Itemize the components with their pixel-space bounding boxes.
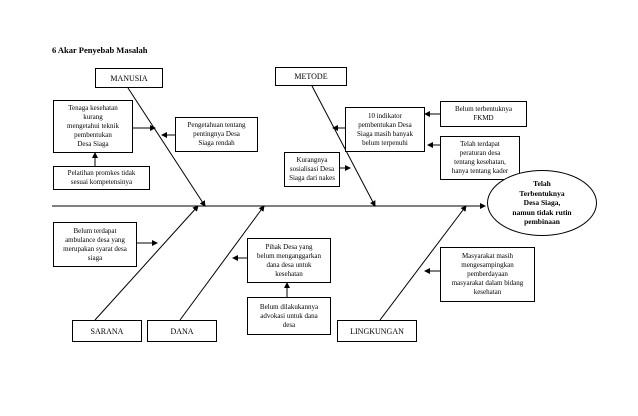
bone-dana <box>179 205 265 321</box>
cause-pelatihan: Pelatihan promkes tidak sesuai kompetens… <box>53 166 150 190</box>
cause-fkmd: Belum terbentuknya FKMD <box>440 101 527 127</box>
cause-indikator: 10 indikator pembentukan Desa Siaga masi… <box>345 107 425 152</box>
category-lingkungan: LINGKUNGAN <box>337 320 417 342</box>
cause-tenaga: Tenaga kesehatan kurang mengetahui tekni… <box>53 100 133 153</box>
cause-masyarakat: Masyarakat masih mengesampingkan pemberd… <box>440 247 535 302</box>
cause-peraturan: Telah terdapat peraturan desa tentang ke… <box>440 136 520 180</box>
bone-sarana <box>94 205 199 321</box>
category-sarana: SARANA <box>72 320 142 342</box>
cause-sosialisasi: Kurangnya sosialisasi Desa Siaga dari na… <box>284 152 340 187</box>
cause-advokasi: Belum dilakukannya advokasi untuk dana d… <box>247 297 331 335</box>
bone-manusia <box>127 87 206 207</box>
cause-ambulance: Belum terdapat ambulance desa yang merup… <box>53 222 137 267</box>
bone-metode <box>311 85 376 207</box>
cause-pihak-desa: Pihak Desa yang belum menganggarkan dana… <box>247 238 331 283</box>
cause-pengetahuan: Pengetahuan tentang pentingnya Desa Siag… <box>175 117 258 152</box>
section-heading: 6 Akar Penyebab Masalah <box>52 45 148 55</box>
bone-lingkungan <box>379 205 467 321</box>
effect-ellipse: Telah Terbentuknya Desa Siaga, namun tid… <box>487 170 597 236</box>
category-manusia: MANUSIA <box>95 68 163 88</box>
category-dana: DANA <box>147 320 217 342</box>
category-metode: METODE <box>275 67 347 86</box>
